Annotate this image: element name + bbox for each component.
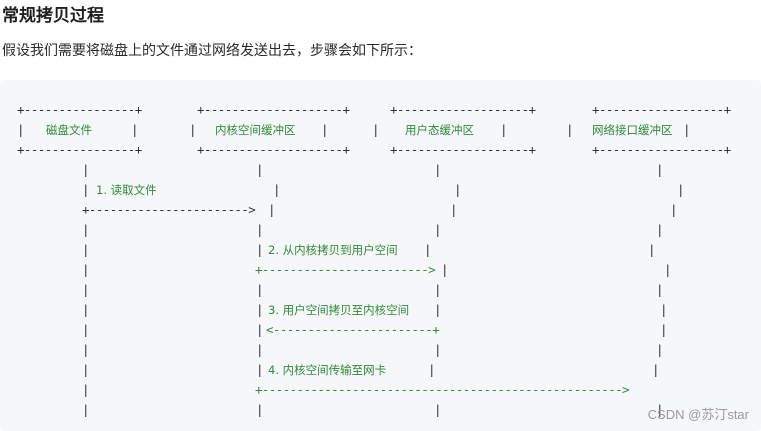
- lifeline-pipe: |: [656, 282, 664, 297]
- lifeline-pipe: |: [82, 402, 90, 417]
- box-nic-left-edge: |: [566, 122, 574, 137]
- lifeline-pipe: |: [434, 402, 442, 417]
- lifeline-pipe: |: [656, 222, 664, 237]
- lifeline-pipe: |: [82, 242, 90, 257]
- box-disk-right-edge: |: [131, 122, 139, 137]
- box-user-bottom: +-------------------+: [390, 142, 536, 157]
- lifeline-pipe: |: [441, 262, 449, 277]
- intro-paragraph: 假设我们需要将磁盘上的文件通过网络发送出去，步骤会如下所示：: [2, 43, 422, 59]
- lifeline-pipe: |: [82, 382, 90, 397]
- lifeline-pipe: |: [82, 302, 90, 317]
- lifeline-pipe: |: [82, 282, 90, 297]
- lifeline-pipe: |: [656, 342, 664, 357]
- box-kernel-right-edge: |: [321, 122, 329, 137]
- lifeline-pipe: |: [648, 242, 656, 257]
- lifeline-pipe: |: [256, 362, 264, 377]
- lifeline-pipe: |: [434, 222, 442, 237]
- lifeline-pipe: |: [256, 222, 264, 237]
- box-kernel-bottom: +--------------------+: [197, 142, 350, 157]
- box-disk-left-edge: |: [17, 122, 25, 137]
- lifeline-pipe: |: [82, 182, 90, 197]
- lifeline-pipe: |: [82, 322, 90, 337]
- box-nic-top: +------------------+: [592, 102, 731, 117]
- lifeline-pipe: |: [677, 182, 685, 197]
- lifeline-pipe: |: [660, 302, 668, 317]
- lifeline-pipe: |: [664, 262, 672, 277]
- lifeline-pipe: |: [434, 342, 442, 357]
- box-user-label: 用户态缓冲区: [405, 123, 474, 137]
- box-kernel-top: +--------------------+: [197, 102, 350, 117]
- lifeline-pipe: |: [454, 182, 462, 197]
- box-disk-top: +----------------+: [17, 102, 142, 117]
- box-nic-right-edge: |: [683, 122, 691, 137]
- box-kernel-left-edge: |: [189, 122, 197, 137]
- box-disk-bottom: +----------------+: [17, 142, 142, 157]
- box-disk-label: 磁盘文件: [46, 123, 92, 137]
- box-nic-bottom: +------------------+: [592, 142, 731, 157]
- step-2-arrow: +------------------------>: [255, 262, 436, 277]
- lifeline-pipe: |: [256, 322, 264, 337]
- lifeline-pipe: |: [268, 202, 276, 217]
- step-4-label: 4. 内核空间传输至网卡: [268, 363, 387, 377]
- box-user-top: +-------------------+: [390, 102, 536, 117]
- lifeline-pipe: |: [256, 242, 264, 257]
- step-1-label: 1. 读取文件: [96, 183, 157, 197]
- lifeline-pipe: |: [256, 162, 264, 177]
- lifeline-pipe: |: [256, 302, 264, 317]
- box-nic-label: 网络接口缓冲区: [592, 123, 673, 137]
- box-kernel-label: 内核空间缓冲区: [215, 123, 296, 137]
- step-3-label: 3. 用户空间拷贝至内核空间: [268, 303, 410, 317]
- lifeline-pipe: |: [660, 322, 668, 337]
- lifeline-pipe: |: [656, 162, 664, 177]
- lifeline-pipe: |: [424, 242, 432, 257]
- code-block: +----------------+ | 磁盘文件 | +-----------…: [0, 80, 761, 431]
- lifeline-pipe: |: [256, 342, 264, 357]
- lifeline-pipe: |: [82, 262, 90, 277]
- lifeline-pipe: |: [256, 402, 264, 417]
- page-title: 常规拷贝过程: [2, 6, 104, 26]
- lifeline-pipe: |: [652, 362, 660, 377]
- lifeline-pipe: |: [82, 362, 90, 377]
- lifeline-pipe: |: [434, 282, 442, 297]
- lifeline-pipe: |: [428, 362, 436, 377]
- lifeline-pipe: |: [434, 302, 442, 317]
- lifeline-pipe: |: [656, 402, 664, 417]
- lifeline-pipe: |: [256, 282, 264, 297]
- lifeline-pipe: |: [82, 162, 90, 177]
- step-4-arrow: +---------------------------------------…: [255, 382, 630, 397]
- step-2-label: 2. 从内核拷贝到用户空间: [268, 243, 398, 257]
- lifeline-pipe: |: [450, 202, 458, 217]
- lifeline-pipe: |: [82, 222, 90, 237]
- step-3-arrow: <-----------------------+: [266, 322, 440, 337]
- lifeline-pipe: |: [434, 162, 442, 177]
- box-user-left-edge: |: [372, 122, 380, 137]
- lifeline-pipe: |: [82, 342, 90, 357]
- lifeline-pipe: |: [273, 182, 281, 197]
- box-user-right-edge: |: [500, 122, 508, 137]
- step-1-arrow: +----------------------->: [82, 202, 256, 217]
- watermark: CSDN @苏汀star: [647, 407, 749, 422]
- lifeline-pipe: |: [670, 202, 678, 217]
